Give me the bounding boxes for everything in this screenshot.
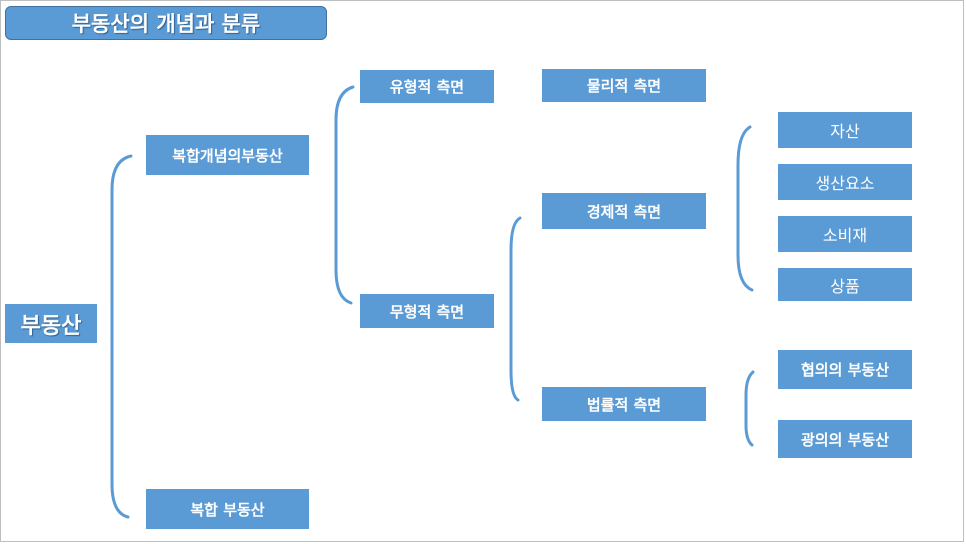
node-physical: 물리적 측면 xyxy=(542,69,706,102)
intangible-bracket xyxy=(509,216,522,402)
node-narrow-realestate: 협의의 부동산 xyxy=(778,350,912,389)
concept-bracket xyxy=(334,85,355,305)
node-tangible: 유형적 측면 xyxy=(360,70,494,103)
node-economic: 경제적 측면 xyxy=(542,193,706,229)
root-bracket xyxy=(110,154,133,519)
node-asset: 자산 xyxy=(778,112,912,148)
legal-bracket xyxy=(744,370,755,447)
node-composite-realestate: 복합 부동산 xyxy=(146,489,309,529)
node-composite-concept: 복합개념의부동산 xyxy=(146,135,309,175)
node-legal: 법률적 측면 xyxy=(542,387,706,421)
node-root: 부동산 xyxy=(5,304,97,343)
economic-bracket xyxy=(736,125,754,292)
node-intangible: 무형적 측면 xyxy=(360,294,494,328)
node-production-factor: 생산요소 xyxy=(778,164,912,200)
node-commodity: 상품 xyxy=(778,268,912,301)
node-broad-realestate: 광의의 부동산 xyxy=(778,420,912,458)
node-consumer-good: 소비재 xyxy=(778,216,912,252)
diagram-title: 부동산의 개념과 분류 xyxy=(5,6,327,40)
